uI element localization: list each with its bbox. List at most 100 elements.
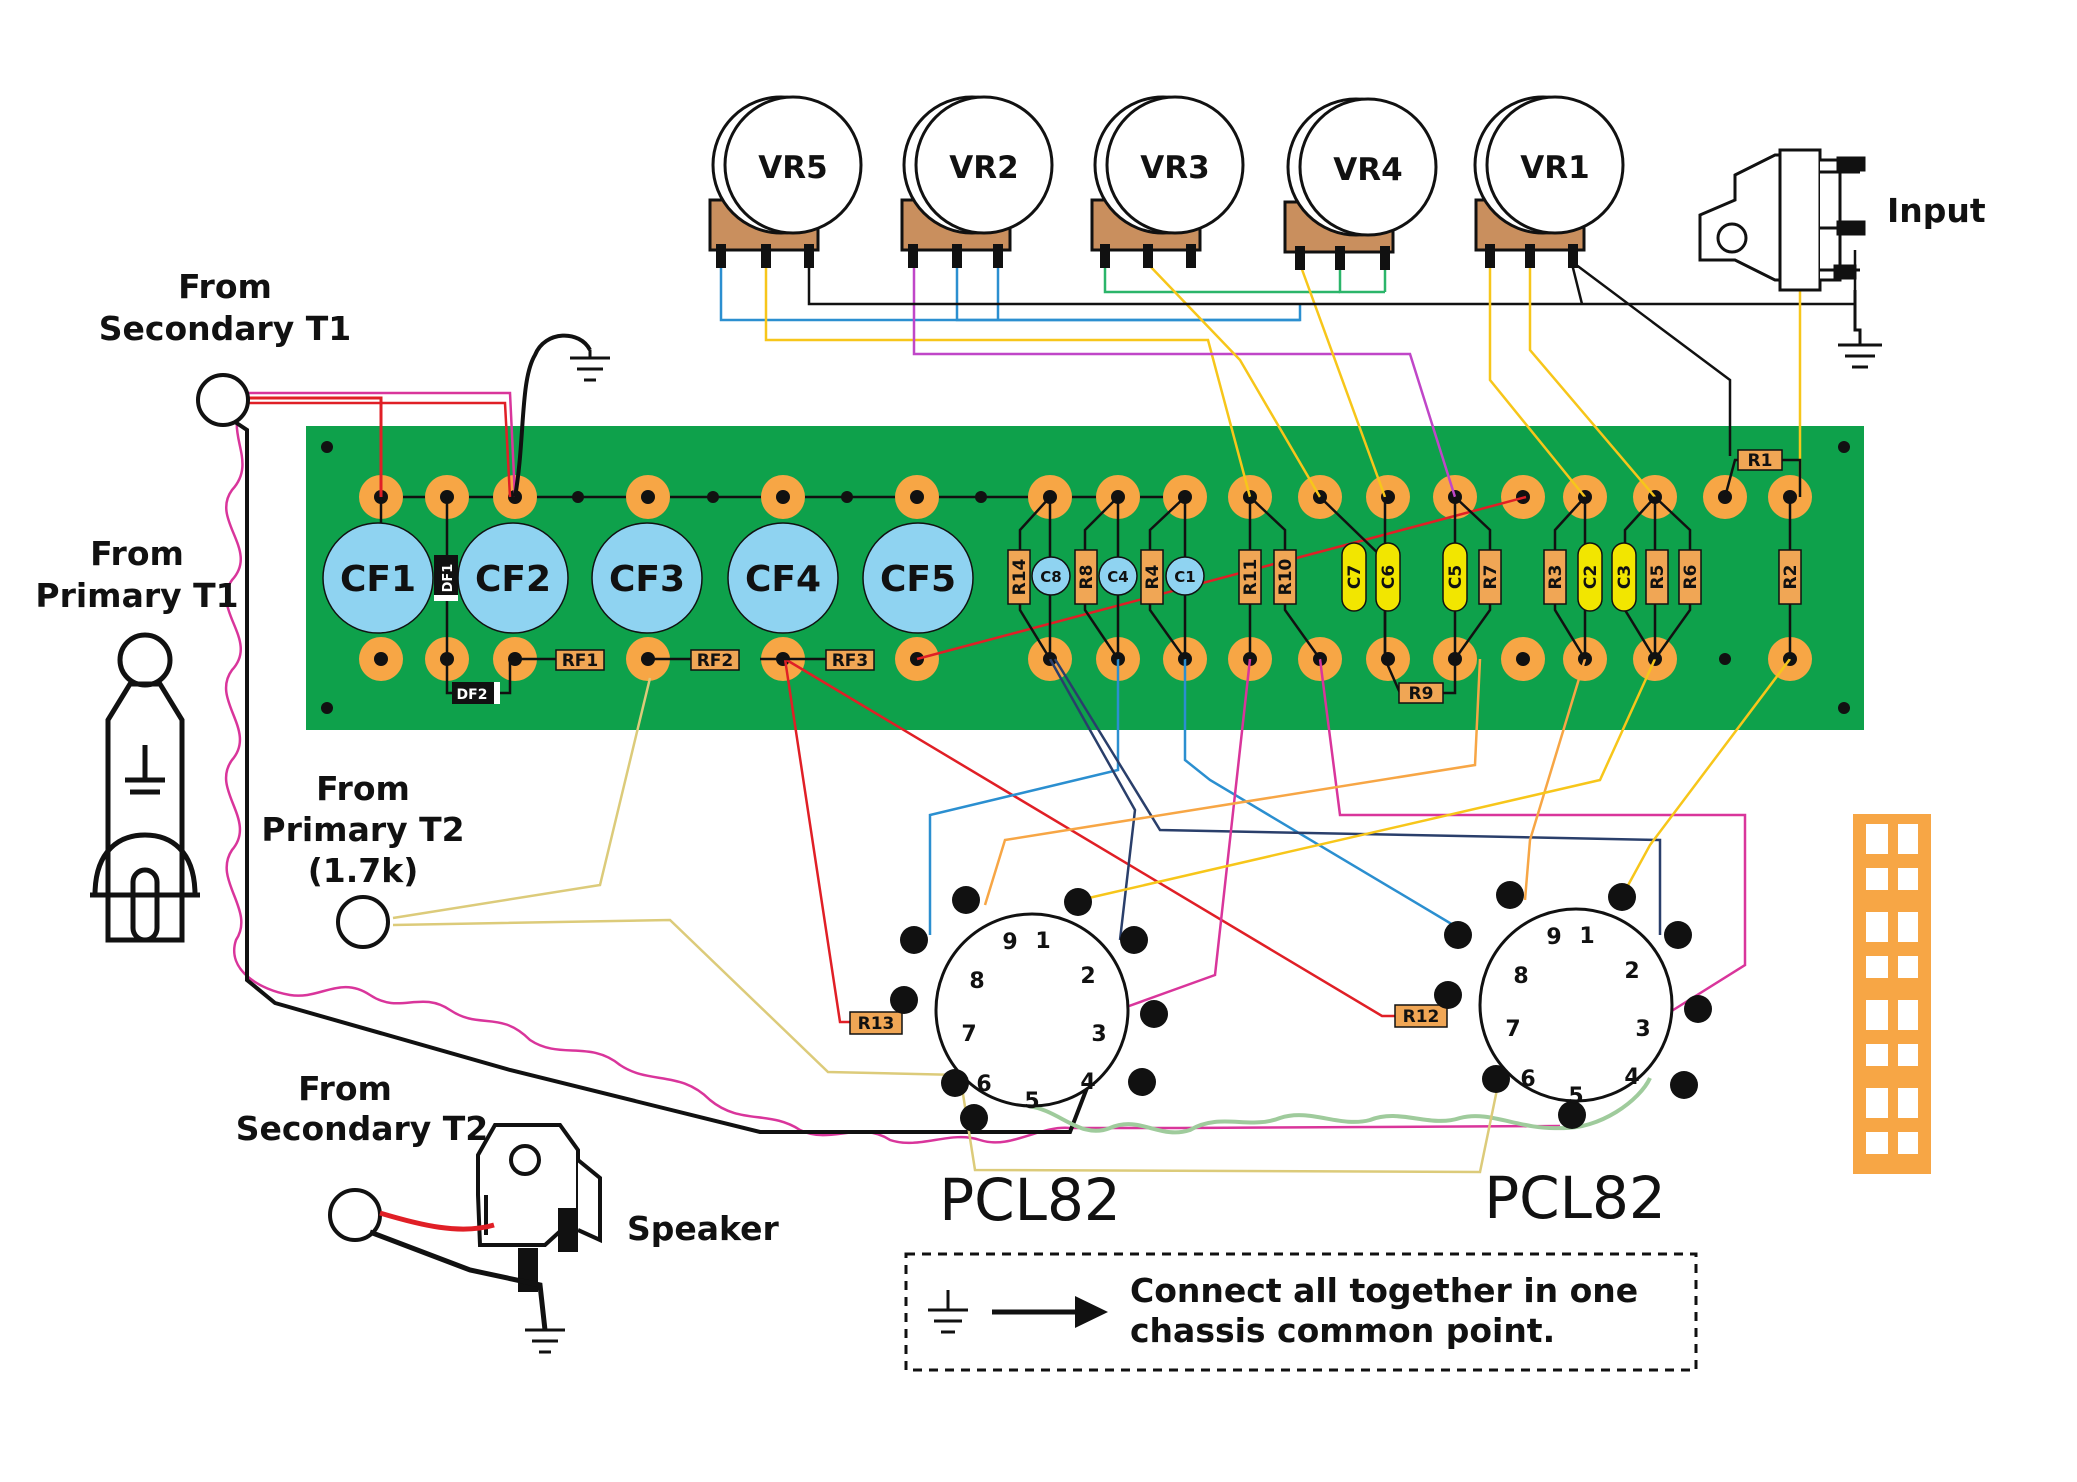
tube-pin [952, 886, 980, 914]
cf4-label: CF4 [745, 559, 821, 600]
strip-hole [1898, 868, 1918, 890]
tube-pin-number: 7 [1505, 1017, 1520, 1042]
tube-pin [1120, 926, 1148, 954]
note-line1: Connect all together in one [1130, 1271, 1638, 1310]
strip-hole [1898, 912, 1918, 942]
r14-label: R14 [1010, 558, 1030, 595]
r4-label: R4 [1143, 564, 1163, 589]
arrow-right-icon [992, 1296, 1108, 1328]
strip-hole [1898, 1088, 1918, 1118]
cf1-label: CF1 [340, 559, 416, 600]
tube-pin-number: 3 [1635, 1017, 1650, 1042]
resistor-rf3: RF3 [825, 649, 875, 671]
vr5-label: VR5 [758, 150, 827, 186]
capacitor-c6: C6 [1375, 542, 1401, 612]
strip-hole [1898, 1044, 1918, 1066]
strip-hole [1866, 1132, 1888, 1154]
c4-label: C4 [1107, 568, 1128, 586]
resistor-r6: R6 [1678, 549, 1702, 605]
r1-label: R1 [1748, 451, 1773, 471]
ground-note-box: Connect all together in one chassis comm… [904, 1252, 1698, 1372]
c6-label: C6 [1379, 565, 1399, 589]
ground-icon [1838, 290, 1882, 369]
diode-df1: DF1 [434, 555, 458, 601]
r5-label: R5 [1648, 565, 1668, 590]
tube-pin [890, 986, 918, 1014]
speaker-wire-red [379, 1210, 495, 1232]
strip-hole [1898, 824, 1918, 854]
tube-pin [1558, 1101, 1586, 1129]
c7-label: C7 [1345, 565, 1365, 589]
tube-pin [960, 1104, 988, 1132]
tube-pin-number: 1 [1035, 929, 1050, 954]
r9-label: R9 [1409, 684, 1434, 704]
primary-t2-label-line2: Primary T2 [261, 810, 464, 849]
primary-t2-label-line3: (1.7k) [308, 851, 419, 890]
tube-pin-number: 6 [976, 1072, 991, 1097]
strip-hole [1898, 1000, 1918, 1030]
r6-label: R6 [1681, 565, 1701, 590]
c8-label: C8 [1040, 568, 1061, 586]
primary-t1-label-line1: From [90, 534, 184, 573]
c5-label: C5 [1446, 565, 1466, 589]
tube-pin-number: 2 [1624, 959, 1639, 984]
r8-label: R8 [1077, 565, 1097, 590]
vertical-resistors: R14 R8 R4 R11 R10 R7 R3 R5 [1007, 549, 1802, 605]
tube-pin-number: 5 [1024, 1089, 1039, 1114]
strip-hole [1866, 868, 1888, 890]
tube-pin [1664, 921, 1692, 949]
r11-label: R11 [1241, 559, 1261, 596]
potentiometer-vr5: VR5 [708, 95, 863, 268]
cf2-label: CF2 [475, 559, 551, 600]
eyelet-hole [374, 652, 388, 666]
resistor-r12: R12 [1394, 1004, 1448, 1028]
capacitor-c1: C1 [1165, 556, 1205, 596]
note-line2: chassis common point. [1130, 1311, 1555, 1350]
eyelet-hole [910, 490, 924, 504]
r13-label: R13 [858, 1014, 895, 1034]
potentiometer-vr1: VR1 [1473, 95, 1625, 268]
tube-pin-number: 8 [969, 969, 984, 994]
ground-icon [928, 1290, 968, 1334]
strip-hole [1898, 956, 1918, 978]
filter-capacitor-cf1: CF1 [322, 522, 434, 634]
tube-right-label: PCL82 [1484, 1164, 1666, 1232]
resistor-r1: R1 [1737, 449, 1783, 471]
rf2-label: RF2 [697, 651, 734, 671]
tube-pin [1128, 1068, 1156, 1096]
tube-pin-number: 4 [1080, 1070, 1095, 1095]
capacitor-c3: C3 [1611, 542, 1637, 612]
cf3-label: CF3 [609, 559, 685, 600]
resistor-r13: R13 [849, 1011, 903, 1035]
tube-pin [1064, 888, 1092, 916]
capacitor-c2: C2 [1577, 542, 1603, 612]
strip-hole [1866, 824, 1888, 854]
filter-capacitor-cf4: CF4 [727, 522, 839, 634]
diode-df2: DF2 [452, 682, 500, 704]
board-mounting-holes [321, 441, 1850, 714]
vr3-label: VR3 [1140, 150, 1209, 186]
input-label: Input [1887, 191, 1986, 230]
speaker-jack-icon [476, 1123, 602, 1292]
vr2-label: VR2 [949, 150, 1018, 186]
off-board-wires [224, 250, 1857, 1174]
tube-pin [1608, 883, 1636, 911]
secondary-t2-label-line2: Secondary T2 [236, 1109, 489, 1148]
tube-pin [941, 1069, 969, 1097]
c2-label: C2 [1581, 565, 1601, 589]
eyelet-hole [1516, 652, 1530, 666]
filter-capacitor-group: CF1 CF2 CF3 CF4 CF5 [322, 522, 974, 634]
tube-pin [900, 926, 928, 954]
tube-pin-number: 2 [1080, 964, 1095, 989]
small-capacitors: C8 C4 C1 [1031, 556, 1205, 596]
speaker-wire-black [369, 1229, 548, 1331]
primary-t2-label-line1: From [316, 769, 410, 808]
df2-label: DF2 [457, 687, 488, 703]
tube-pin-number: 8 [1513, 964, 1528, 989]
speaker-label: Speaker [627, 1209, 779, 1248]
capacitor-c4: C4 [1098, 556, 1138, 596]
